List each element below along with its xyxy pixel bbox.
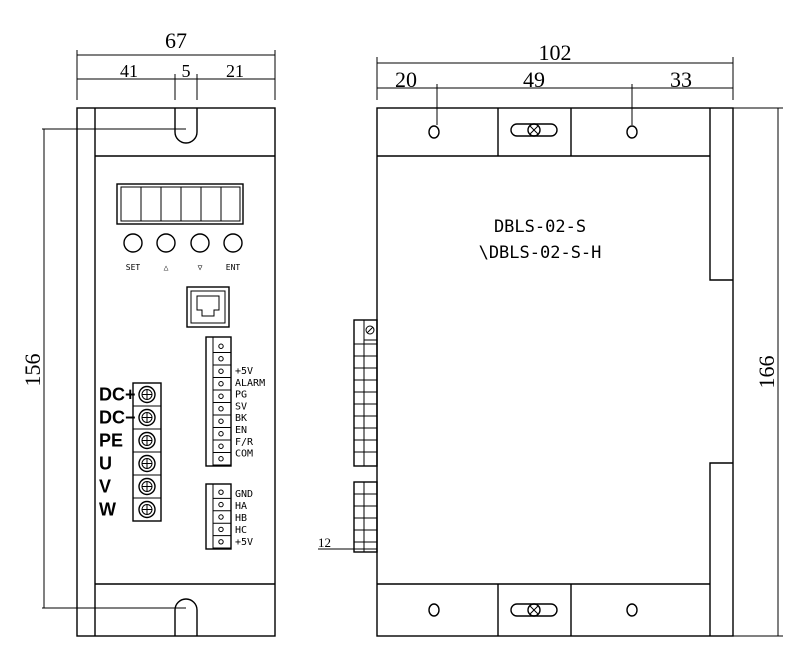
power-terminal-label: PE: [99, 431, 123, 451]
dim-side-right-label: 33: [670, 67, 692, 92]
side-top-left-hole: [428, 125, 440, 139]
dim-side-height-label: 166: [754, 356, 779, 389]
signal-terminal-label: F/R: [235, 437, 254, 448]
model-name-line1: DBLS-02-S: [494, 217, 586, 237]
dim-side-mid-label: 49: [523, 67, 545, 92]
signal-terminal-label: PG: [235, 390, 247, 401]
dim-front-height: 156: [20, 128, 186, 609]
dim-front-height-label: 156: [20, 354, 45, 387]
power-terminal-label: DC+: [99, 385, 136, 405]
hall-terminal-label: GND: [235, 489, 253, 500]
dim-side-left-label: 20: [395, 67, 417, 92]
set-button[interactable]: [123, 233, 143, 253]
hall-terminal-label: HC: [235, 525, 247, 536]
dim-connector-depth: 12: [318, 535, 377, 550]
signal-terminal-label: +5V: [235, 366, 253, 377]
front-view: 67 41 5 21 156: [20, 28, 276, 637]
hall-pin-hole: [218, 501, 224, 508]
power-screw-icon: [138, 500, 156, 519]
hall-pin-hole: [218, 514, 224, 520]
signal-pin-hole: [218, 381, 224, 387]
signal-pin-hole: [218, 418, 224, 424]
power-terminal-label: W: [99, 500, 116, 520]
signal-pin-hole: [218, 368, 224, 374]
dim-front-chain: 41 5 21: [77, 61, 275, 100]
enter-button[interactable]: [223, 233, 243, 253]
signal-terminal-label: COM: [235, 449, 253, 460]
side-top-screw-icon: [510, 123, 558, 137]
button-row: SET △ ▽ ENT: [123, 233, 243, 272]
led-display: [116, 183, 244, 225]
up-button[interactable]: [156, 233, 176, 253]
down-button-label: ▽: [198, 263, 203, 272]
dim-front-right-label: 21: [226, 61, 244, 81]
dim-connector-depth-label: 12: [318, 535, 331, 550]
signal-pin-hole: [218, 356, 224, 362]
power-terminal-label: U: [99, 454, 112, 474]
side-view: 102 20 49 33: [318, 40, 783, 637]
signal-pin-hole: [218, 393, 224, 399]
signal-pin-hole: [218, 431, 224, 437]
dim-side-chain: 20 49 33: [377, 67, 733, 125]
dim-side-height: 166: [733, 107, 783, 637]
hall-pin-hole: [218, 539, 224, 545]
dim-side-width: 102: [376, 40, 734, 100]
signal-pin-hole: [218, 443, 224, 449]
down-button[interactable]: [190, 233, 210, 253]
dim-front-width-label: 67: [165, 28, 187, 53]
hall-terminal-label: +5V: [235, 537, 253, 548]
up-button-label: △: [164, 263, 169, 272]
dim-front-width: 67: [76, 28, 276, 100]
dim-front-slot-label: 5: [182, 61, 191, 81]
power-screw-icon: [138, 454, 156, 473]
side-bottom-left-hole: [428, 603, 440, 617]
hall-pin-hole: [218, 526, 224, 533]
power-terminal-label: DC−: [99, 408, 136, 428]
side-body-outline: [376, 107, 734, 637]
side-bottom-right-hole: [626, 603, 638, 617]
signal-terminal-label: SV: [235, 401, 247, 412]
dim-front-left-label: 41: [120, 61, 138, 81]
front-top-mounting-slot: [174, 108, 198, 144]
side-bottom-screw-icon: [510, 603, 558, 617]
signal-terminal-label: BK: [235, 413, 247, 424]
side-top-right-hole: [626, 125, 638, 139]
power-terminal-block: DC+ DC− PE UVW: [99, 382, 162, 522]
signal-terminal-label: ALARM: [235, 378, 265, 389]
signal-terminal-label: EN: [235, 425, 247, 436]
power-terminal-label: V: [99, 477, 111, 497]
signal-pin-hole: [218, 456, 224, 462]
model-name-line2: \DBLS-02-S-H: [479, 243, 602, 263]
power-screw-icon: [138, 408, 156, 427]
power-screw-icon: [138, 385, 156, 404]
enter-button-label: ENT: [226, 263, 241, 272]
front-bottom-mounting-slot: [174, 598, 198, 636]
hall-terminal-label: HA: [235, 501, 247, 512]
hall-pin-hole: [218, 489, 224, 495]
set-button-label: SET: [126, 263, 141, 272]
side-lower-connector: [353, 481, 378, 553]
side-upper-connector: [353, 319, 378, 467]
hall-terminal-label: HB: [235, 513, 247, 524]
signal-pin-hole: [218, 406, 224, 412]
power-screw-icon: [138, 477, 156, 496]
dim-side-width-label: 102: [539, 40, 572, 65]
rj45-port-icon: [186, 286, 230, 328]
front-body-outline: [76, 107, 276, 637]
signal-pin-hole: [218, 343, 224, 349]
power-screw-icon: [138, 431, 156, 450]
